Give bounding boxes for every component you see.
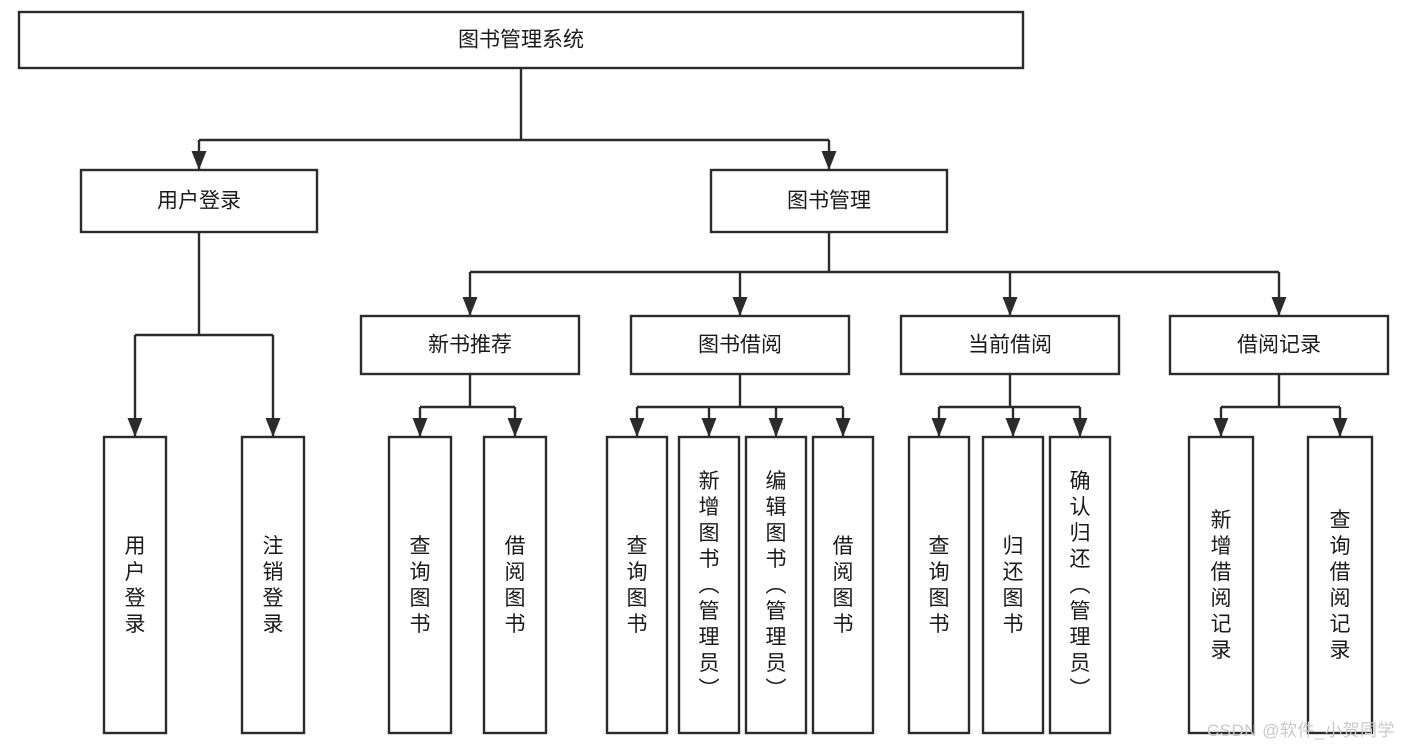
node-label: 新增图书︵管理员︶ (699, 470, 720, 701)
node-level3-0[interactable]: 新书推荐 (359, 314, 581, 376)
node-box-rect (359, 314, 581, 376)
node-level3-1[interactable]: 图书借阅 (629, 314, 851, 376)
arrow-head-icon (1005, 418, 1021, 437)
arrow-head-icon (931, 418, 947, 437)
node-leaf-9[interactable]: 归还图书 (981, 435, 1045, 735)
node-label: 图书管理 (787, 190, 871, 213)
node-box-rect (811, 435, 875, 735)
node-leaf-1[interactable]: 注销登录 (240, 435, 306, 735)
arrow-head-icon (629, 418, 645, 437)
arrow-head-icon (1072, 418, 1088, 437)
node-label: 查询图书 (410, 535, 431, 636)
node-leaf-4[interactable]: 查询图书 (605, 435, 669, 735)
csdn-watermark: CSDN @软件_小贺同学 (1206, 721, 1395, 740)
arrow-head-icon (265, 418, 281, 437)
node-box-rect (1168, 314, 1390, 376)
node-label: 查询图书 (929, 535, 950, 636)
node-label: 新增借阅记录 (1211, 509, 1232, 662)
arrow-head-icon (127, 418, 143, 437)
arrow-head-icon (701, 418, 717, 437)
node-box-rect (1306, 435, 1374, 735)
arrow-head-icon (732, 297, 748, 316)
node-leaf-3[interactable]: 借阅图书 (482, 435, 548, 735)
arrow-head-icon (507, 418, 523, 437)
node-layer: 图书管理系统用户登录图书管理新书推荐图书借阅当前借阅借阅记录用户登录注销登录查询… (17, 10, 1390, 735)
node-box-rect (1048, 435, 1112, 735)
node-leaf-7[interactable]: 借阅图书 (811, 435, 875, 735)
node-box-rect (102, 435, 168, 735)
node-level3-2[interactable]: 当前借阅 (899, 314, 1121, 376)
node-box-rect (629, 314, 851, 376)
node-level3-3[interactable]: 借阅记录 (1168, 314, 1390, 376)
node-box-rect (1187, 435, 1255, 735)
node-box-rect (79, 168, 319, 234)
node-label: 编辑图书︵管理员︶ (766, 470, 787, 701)
arrow-head-icon (821, 151, 837, 170)
node-label: 图书借阅 (698, 334, 782, 357)
node-leaf-2[interactable]: 查询图书 (387, 435, 453, 735)
node-label: 查询图书 (627, 535, 648, 636)
node-label: 注销登录 (263, 535, 284, 636)
arrow-head-icon (412, 418, 428, 437)
arrow-head-icon (835, 418, 851, 437)
node-label: 图书管理系统 (458, 29, 584, 52)
node-label: 新书推荐 (428, 334, 512, 357)
node-box-rect (677, 435, 741, 735)
node-label: 借阅记录 (1237, 334, 1321, 357)
node-label: 借阅图书 (505, 535, 526, 636)
node-label: 当前借阅 (968, 334, 1052, 357)
node-root-图书管理系统[interactable]: 图书管理系统 (17, 10, 1025, 70)
node-label: 用户登录 (157, 190, 241, 213)
node-label: 查询借阅记录 (1330, 509, 1351, 662)
node-box-rect (899, 314, 1121, 376)
arrow-head-icon (1213, 418, 1229, 437)
node-box-rect (240, 435, 306, 735)
node-leaf-5[interactable]: 新增图书︵管理员︶ (677, 435, 741, 735)
node-box-rect (605, 435, 669, 735)
arrow-head-icon (768, 418, 784, 437)
node-box-rect (482, 435, 548, 735)
node-box-rect (744, 435, 808, 735)
connector-layer (127, 68, 1348, 437)
node-leaf-11[interactable]: 新增借阅记录 (1187, 435, 1255, 735)
node-label: 确认归还︵管理员︶ (1070, 470, 1091, 701)
node-box-rect (17, 10, 1025, 70)
node-leaf-8[interactable]: 查询图书 (907, 435, 971, 735)
node-label: 借阅图书 (833, 535, 854, 636)
arrow-head-icon (1002, 297, 1018, 316)
arrow-head-icon (191, 151, 207, 170)
node-leaf-6[interactable]: 编辑图书︵管理员︶ (744, 435, 808, 735)
node-label: 归还图书 (1003, 535, 1024, 636)
arrow-head-icon (1271, 297, 1287, 316)
node-box-rect (387, 435, 453, 735)
node-box-rect (907, 435, 971, 735)
node-label: 用户登录 (125, 535, 146, 636)
node-level2-0[interactable]: 用户登录 (79, 168, 319, 234)
node-leaf-10[interactable]: 确认归还︵管理员︶ (1048, 435, 1112, 735)
node-box-rect (709, 168, 949, 234)
node-level2-1[interactable]: 图书管理 (709, 168, 949, 234)
node-leaf-12[interactable]: 查询借阅记录 (1306, 435, 1374, 735)
arrow-head-icon (462, 297, 478, 316)
node-leaf-0[interactable]: 用户登录 (102, 435, 168, 735)
arrow-head-icon (1332, 418, 1348, 437)
node-box-rect (981, 435, 1045, 735)
